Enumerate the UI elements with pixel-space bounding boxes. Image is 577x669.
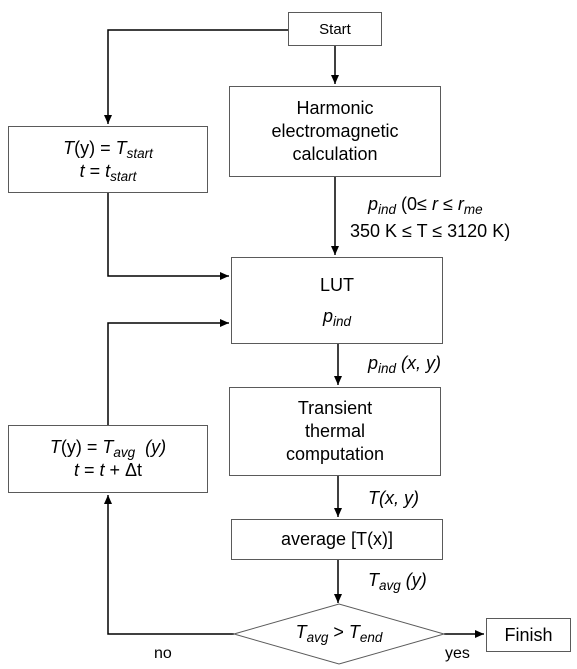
finish-node: Finish [486,618,571,652]
txy-label: T(x, y) [368,488,419,508]
start-node: Start [288,12,382,46]
transient-line-3: computation [285,444,385,464]
initialization-node: T(y) = Tstart t = tstart [8,126,208,193]
harmonic-line-3: calculation [292,144,378,164]
update-node: T(y) = Tavg (y) t = t + Δt [8,425,208,493]
transient-line-2: thermal [304,421,366,441]
harmonic-calculation-node: Harmonic electromagnetic calculation [229,86,441,177]
harmonic-line-1: Harmonic [296,98,374,118]
update-time-line: t = t + Δt [73,460,143,480]
edge-update-lut [107,319,229,425]
transient-line-1: Transient [297,398,373,418]
lut-node: LUT pind [231,257,443,344]
decision-condition: Tavg > Tend [295,622,383,646]
pind-range-label-line-2: 350 K ≤ T ≤ 3120 K) [350,221,511,241]
no-branch-label: no [154,645,172,662]
transient-thermal-node: Transient thermal computation [229,387,441,476]
pind-range-label-line-1: pind (0≤ r ≤ rme [368,194,483,218]
edge-decision-update [104,495,234,635]
average-label: average [T(x)] [280,529,394,549]
harmonic-line-2: electromagnetic [271,121,399,141]
edge-start-init [104,29,288,124]
tavg-y-label: Tavg (y) [368,570,427,594]
yes-branch-label: yes [445,645,470,662]
init-temperature-line: T(y) = Tstart [63,137,153,161]
pind-xy-label: pind (x, y) [368,353,442,377]
lut-title: LUT [319,274,354,295]
lut-symbol: pind [322,305,352,329]
edge-init-lut [107,193,229,280]
start-label: Start [319,20,351,38]
average-node: average [T(x)] [231,519,443,560]
init-time-line: t = tstart [79,160,137,184]
finish-label: Finish [504,624,553,645]
decision-diamond [232,603,446,665]
update-temperature-line: T(y) = Tavg (y) [49,437,167,461]
